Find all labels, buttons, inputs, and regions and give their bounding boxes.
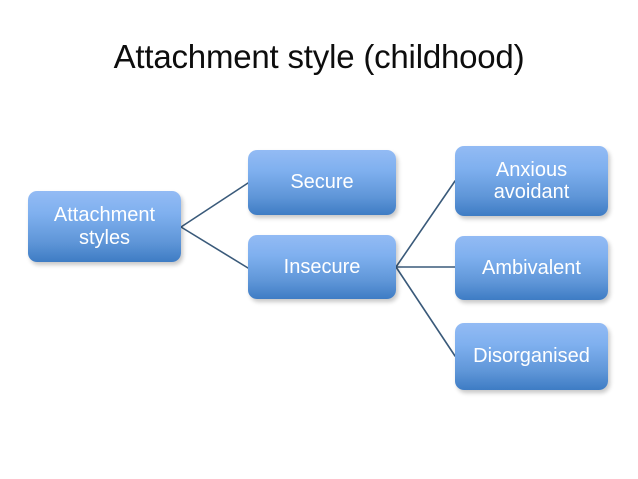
node-attachment-styles[interactable]: Attachment styles (28, 191, 181, 262)
edge-root-secure (180, 182, 249, 228)
node-label: Anxious avoidant (493, 158, 570, 203)
node-label: Secure (290, 171, 354, 194)
node-secure[interactable]: Secure (248, 150, 396, 215)
node-label: Ambivalent (482, 256, 581, 279)
node-disorganised[interactable]: Disorganised (455, 323, 608, 390)
node-label: Attachment styles (53, 204, 156, 249)
node-label: Insecure (283, 255, 361, 278)
node-insecure[interactable]: Insecure (248, 235, 396, 299)
node-label: Disorganised (473, 345, 590, 368)
node-anxious-avoidant[interactable]: Anxious avoidant (455, 146, 608, 216)
edge-insecure-disorganised (395, 266, 456, 357)
edge-insecure-anxious (395, 180, 456, 268)
page-title: Attachment style (childhood) (113, 38, 525, 75)
node-ambivalent[interactable]: Ambivalent (455, 236, 608, 300)
edge-root-insecure (180, 226, 249, 269)
